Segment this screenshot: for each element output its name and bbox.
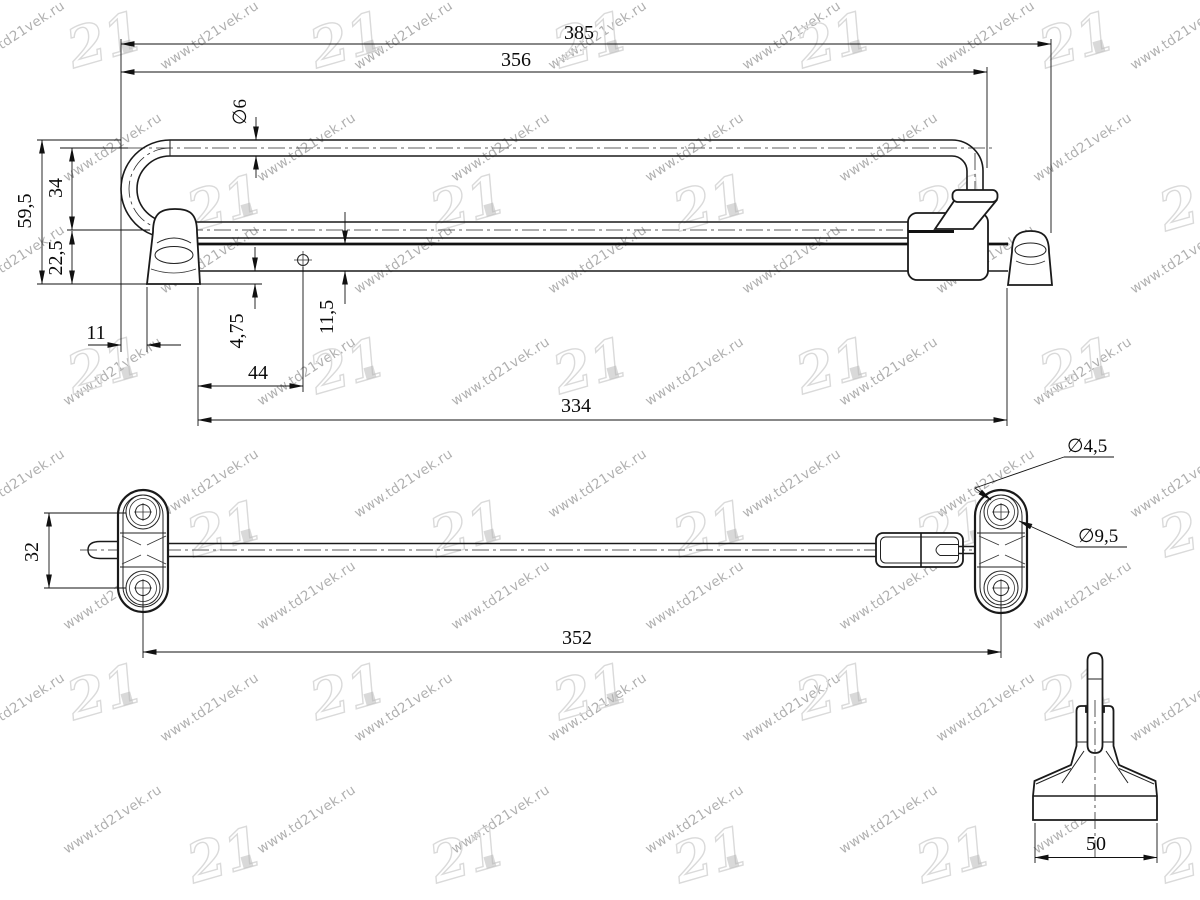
watermark-text: www.td21vek.ru — [0, 670, 68, 745]
watermark-text: www.td21vek.ru — [739, 446, 843, 521]
watermark-text: www.td21vek.ru — [157, 0, 261, 73]
watermark-logo: 21 — [58, 0, 150, 82]
right-bracket-plan — [973, 488, 1029, 615]
centerline-left-bend — [128, 147, 171, 231]
dim-end-offset: 11 — [86, 322, 105, 344]
dim-rod-diameter: ∅6 — [230, 99, 251, 125]
watermark-text: www.td21vek.ru — [0, 0, 68, 73]
dim-screw-boss-diameter: ∅9,5 — [1078, 526, 1118, 547]
fixed-channel — [197, 242, 1008, 272]
dim-channel-height: 11,5 — [316, 300, 338, 334]
watermark-text: www.td21vek.ru — [836, 558, 940, 633]
watermark-text: www.td21vek.ru — [1030, 110, 1134, 185]
pullout-rail — [120, 139, 984, 239]
dim-screw-hole-offset: 44 — [248, 362, 268, 384]
watermark-text: www.td21vek.ru — [448, 334, 552, 409]
right-bracket-front — [1006, 230, 1053, 286]
watermark-logo: 21 — [664, 161, 756, 245]
channel-screw-hole — [294, 251, 312, 269]
svg-text:21: 21 — [302, 0, 393, 81]
dim-screw-spacing: 32 — [21, 542, 43, 562]
svg-text:21: 21 — [665, 487, 756, 570]
watermark-text: www.td21vek.ru — [1127, 0, 1200, 73]
end-view: 50 — [1032, 652, 1158, 863]
watermark-text: www.td21vek.ru — [448, 558, 552, 633]
extension-lines-front — [37, 39, 1052, 426]
watermark-logo: 21 — [1150, 813, 1200, 897]
left-bracket-plan — [116, 488, 170, 614]
svg-text:21: 21 — [422, 487, 513, 570]
watermark-text: www.td21vek.ru — [933, 670, 1037, 745]
svg-text:21: 21 — [59, 0, 150, 81]
slider-block-plan — [875, 532, 977, 568]
watermark-text: www.td21vek.ru — [60, 782, 164, 857]
watermark-logo: 21 — [178, 813, 270, 897]
svg-text:21: 21 — [179, 813, 270, 896]
svg-text:21: 21 — [302, 324, 393, 407]
left-bracket-front — [145, 208, 201, 285]
watermark-logo: 21 — [301, 0, 393, 82]
watermark-logo: 21 — [421, 487, 513, 571]
watermark-url-layer: www.td21vek.ru www.td21vek.ru www.td21vek.… — [0, 0, 1200, 857]
dim-mounting-length: 334 — [561, 395, 591, 417]
dim-base-height: 22,5 — [45, 241, 67, 276]
dim-base-lip: 4,75 — [226, 314, 248, 349]
watermark-text: www.td21vek.ru — [1127, 670, 1200, 745]
watermark-logo: 21 — [787, 650, 879, 734]
watermark-text: www.td21vek.ru — [642, 558, 746, 633]
svg-text:21: 21 — [1151, 161, 1200, 244]
watermark-text: www.td21vek.ru — [739, 222, 843, 297]
dim-rail-spacing: 34 — [45, 178, 67, 198]
watermark-text: www.td21vek.ru — [254, 558, 358, 633]
svg-text:21: 21 — [788, 0, 879, 81]
dim-rail-length: 356 — [501, 49, 531, 71]
watermark-text: www.td21vek.ru — [642, 334, 746, 409]
dim-screw-hole-diameter: ∅4,5 — [1067, 436, 1107, 457]
dimension-lines-front — [39, 41, 1052, 423]
svg-text:21: 21 — [59, 650, 150, 733]
svg-text:21: 21 — [1031, 0, 1122, 81]
watermark-text: www.td21vek.ru — [157, 670, 261, 745]
plan-view: 32 352 ∅4,5 ∅9,5 — [21, 436, 1127, 658]
watermark-logo: 21 — [301, 324, 393, 408]
watermark-text: www.td21vek.ru — [0, 446, 68, 521]
svg-text:21: 21 — [665, 161, 756, 244]
watermark-text: www.td21vek.ru — [545, 446, 649, 521]
dimension-lines-plan — [44, 456, 1127, 658]
rail-sleeve-connector — [933, 189, 999, 230]
dim-base-width: 50 — [1086, 833, 1106, 855]
watermark-logo: 21 — [58, 650, 150, 734]
dim-overall-length: 385 — [564, 22, 594, 44]
watermark-text: www.td21vek.ru — [254, 782, 358, 857]
watermark-logo: 21 — [1150, 161, 1200, 245]
svg-text:21: 21 — [545, 650, 636, 733]
watermark-text: www.td21vek.ru — [545, 222, 649, 297]
bracket-end-profile — [1032, 652, 1158, 857]
svg-text:21: 21 — [908, 813, 999, 896]
dimension-lines-end — [1034, 823, 1158, 863]
svg-text:21: 21 — [788, 650, 879, 733]
watermark-logo: 21 — [1030, 0, 1122, 82]
watermark-logo: 21 — [664, 487, 756, 571]
front-view: 385 356 ∅6 59,5 34 22,5 11 4,75 11,5 44 … — [14, 22, 1053, 426]
watermark-text: www.td21vek.ru — [1030, 558, 1134, 633]
svg-text:21: 21 — [1151, 813, 1200, 896]
watermark-logo: 21 — [787, 0, 879, 82]
watermark-text: www.td21vek.ru — [933, 0, 1037, 73]
dim-total-height: 59,5 — [14, 194, 36, 229]
dim-bracket-span: 352 — [562, 627, 592, 649]
watermark-logo: 21 — [907, 813, 999, 897]
watermark-logo: 21 — [544, 650, 636, 734]
